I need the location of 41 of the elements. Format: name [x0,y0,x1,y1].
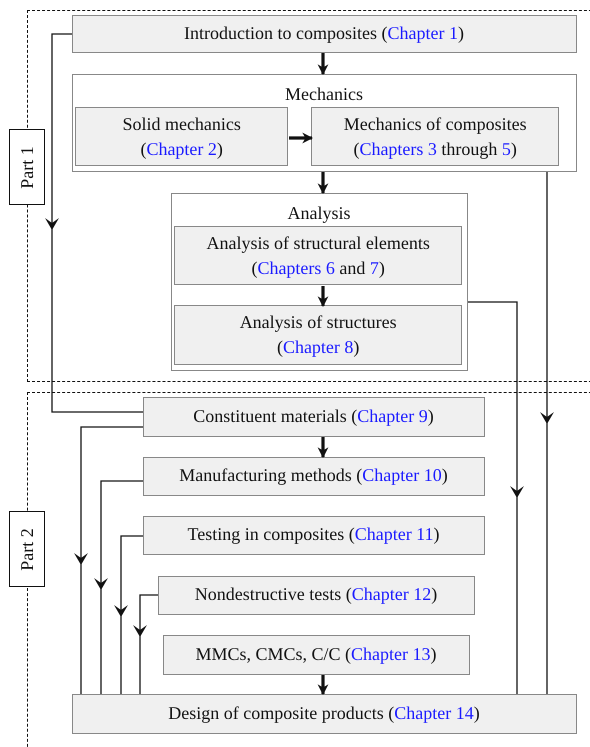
box-text: Analysis of structures (Chapter 8) [240,311,397,360]
box-text: MMCs, CMCs, C/C (Chapter 13) [195,642,437,666]
chapter-link: 5 [502,138,511,159]
process-box [72,14,576,52]
box-text: Manufacturing methods (Chapter 10) [179,464,448,488]
part-label: Part 1 [9,129,45,205]
chapter-link: Chapters 6 [257,258,335,278]
group-box [170,192,468,370]
chapter-link: Chapters 3 [359,138,437,159]
process-box [72,694,576,734]
chapter-link: Chapter 9 [357,406,428,426]
chapter-link: Chapter 12 [352,584,432,604]
process-box [311,107,560,166]
chapter-link: Chapter 10 [362,465,442,486]
chapter-link: Chapter 11 [354,524,434,544]
group-heading: Mechanics [284,84,364,104]
process-box [162,634,470,674]
group-heading: Analysis [286,202,352,224]
process-box [142,516,484,554]
process-box [142,396,484,436]
chapter-link: 7 [370,258,379,278]
box-text: Solid mechanics (Chapter 2) [122,112,241,161]
chapter-link: Chapter 14 [394,702,474,723]
process-box [75,107,288,166]
box-text: Testing in composites (Chapter 11) [187,523,440,546]
part-label: Part 2 [9,511,45,587]
chapter-link: Chapter 2 [146,138,217,159]
group-box [72,74,576,172]
box-text: Introduction to composites (Chapter 1) [184,22,464,45]
process-box [174,305,462,366]
process-box [174,226,462,286]
box-text: Nondestructive tests (Chapter 12) [194,583,438,606]
box-text: Constituent materials (Chapter 9) [193,404,434,428]
box-text: Design of composite products (Chapter 14) [168,702,480,725]
chapter-link: Chapter 1 [388,22,458,43]
process-box [158,576,474,614]
chapter-link: Chapter 13 [351,644,431,664]
chapter-link: Chapter 8 [282,337,354,358]
box-text: Analysis of structural elements (Chapters 6 and 7) [206,232,430,280]
box-text: Mechanics of composites (Chapters 3 through 5) [344,112,527,161]
process-box [142,456,484,496]
